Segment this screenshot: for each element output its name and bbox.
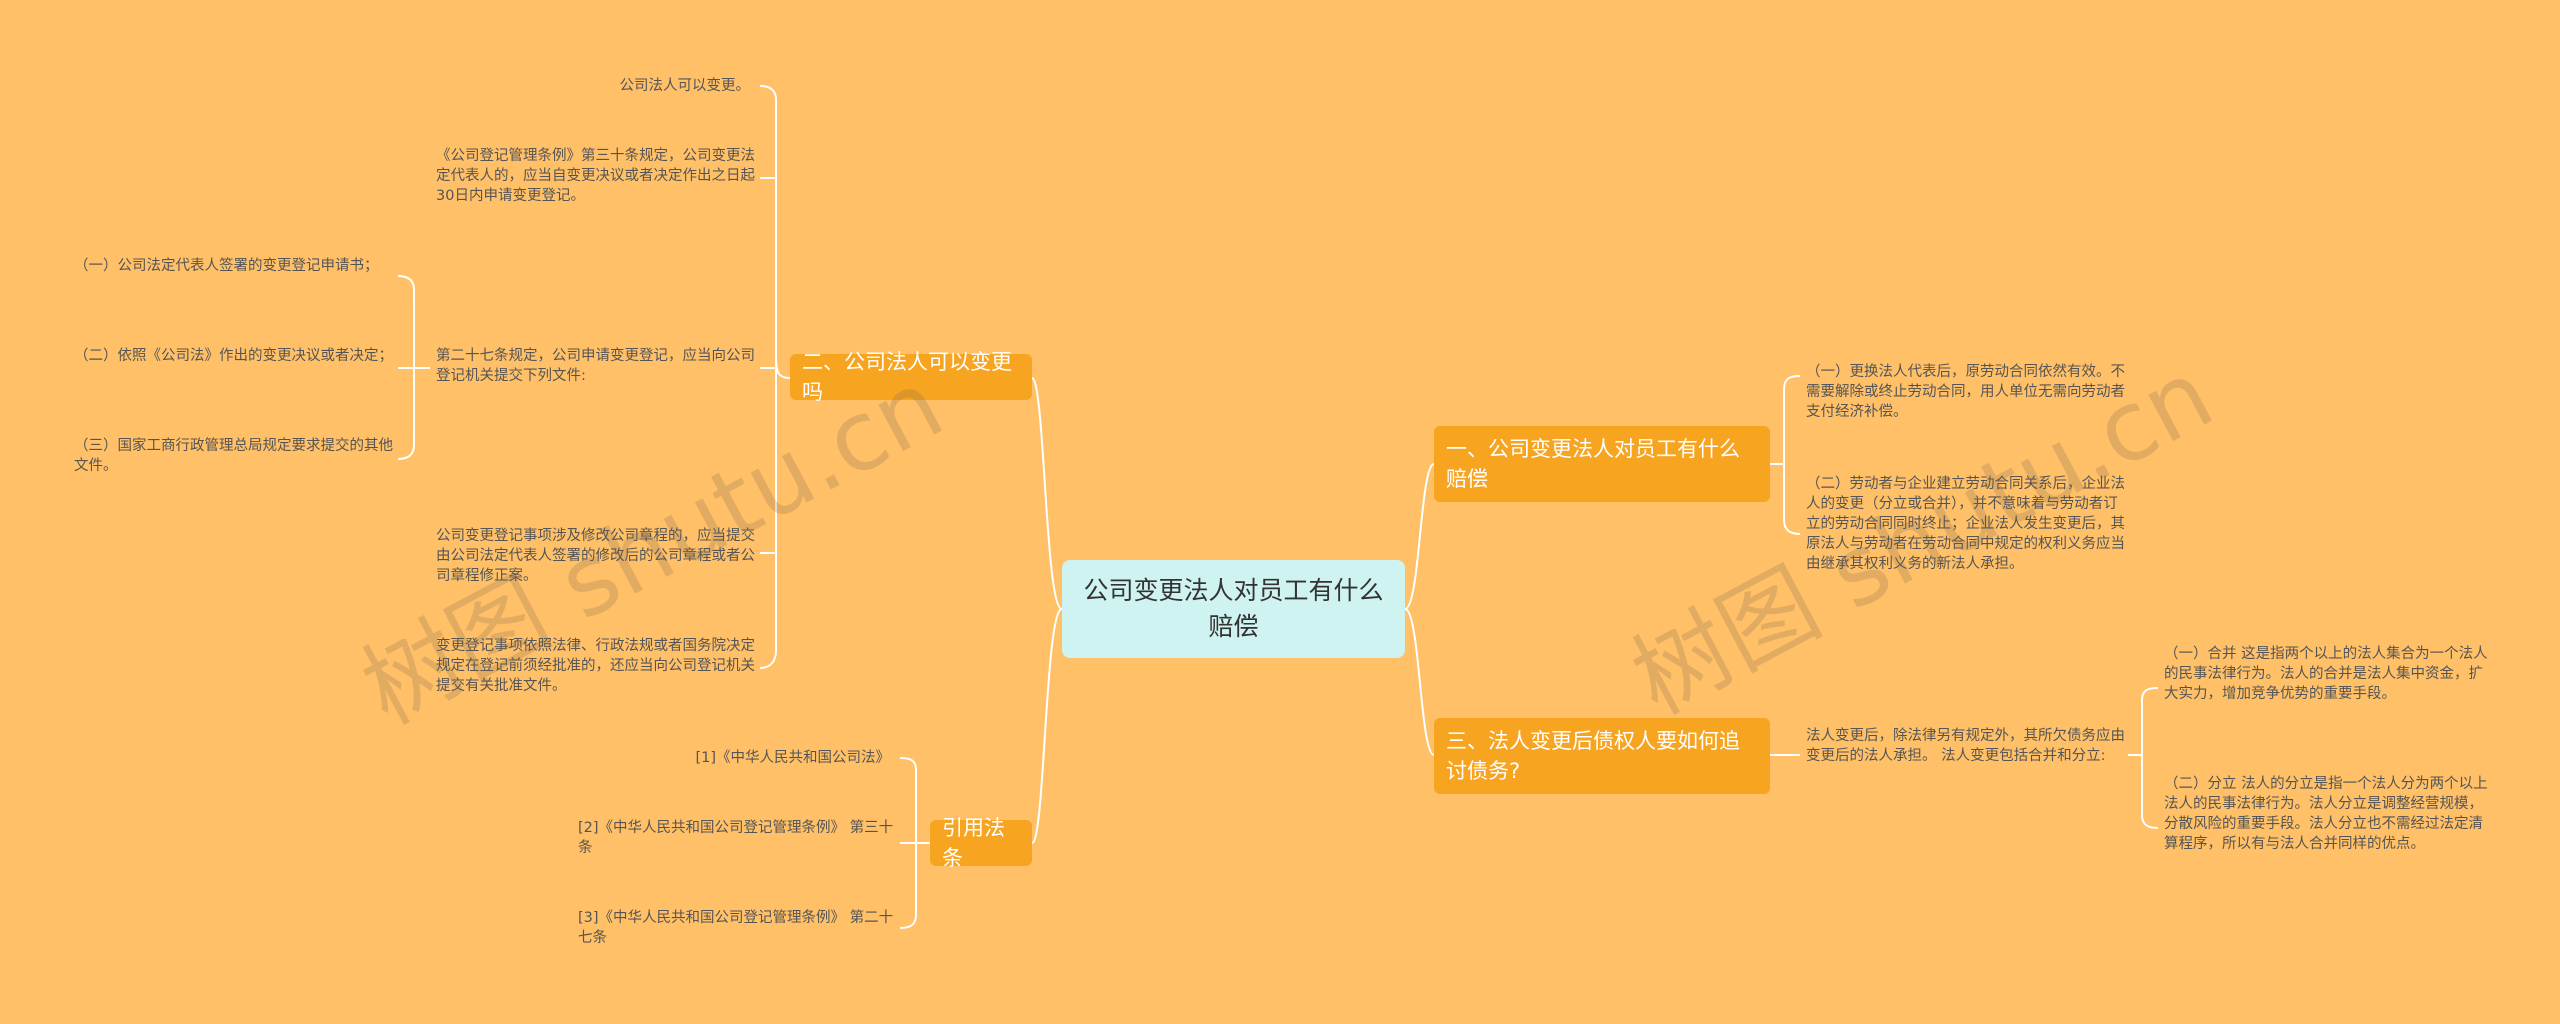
bracket-c3: [397, 275, 430, 460]
leaf-law-3: [3]《中华人民共和国公司登记管理条例》 第二十七条: [578, 910, 894, 946]
bracket-b1: [1770, 375, 1801, 535]
bracket-b3c1: [2128, 687, 2159, 829]
link-root-b1: [1404, 463, 1435, 610]
leaf-law-1: [1]《中华人民共和国公司法》: [695, 750, 890, 766]
leaf-can-change-2: 《公司登记管理条例》第三十条规定，公司变更法定代表人的，应当自变更决议或者决定作…: [436, 148, 755, 204]
branch-can-change[interactable]: 二、公司法人可以变更吗: [790, 350, 1032, 404]
leaf-can-change-4: 公司变更登记事项涉及修改公司章程的，应当提交由公司法定代表人签署的修改后的公司章…: [436, 528, 755, 584]
link-root-law: [1031, 608, 1063, 844]
branch-debt-recovery[interactable]: 三、法人变更后债权人要如何追讨债务?: [1434, 718, 1770, 794]
leaf-can-change-1: 公司法人可以变更。: [619, 78, 751, 94]
leaf-can-change-3: 第二十七条规定，公司申请变更登记，应当向公司登记机关提交下列文件:: [436, 348, 755, 384]
leaf-debt-1: 法人变更后，除法律另有规定外，其所欠债务应由变更后的法人承担。 法人变更包括合并…: [1806, 728, 2125, 764]
leaf-law-2: [2]《中华人民共和国公司登记管理条例》 第三十条: [578, 820, 894, 856]
leaf-compensation-2: （二）劳动者与企业建立劳动合同关系后，企业法人的变更（分立或合并），并不意味着与…: [1806, 476, 2125, 572]
root-topic[interactable]: 公司变更法人对员工有什么赔偿: [1062, 560, 1405, 658]
bracket-law: [899, 757, 930, 929]
link-root-b2: [1031, 377, 1063, 610]
leaf-merge: （一）合并 这是指两个以上的法人集合为一个法人的民事法律行为。法人的合并是法人集…: [2164, 646, 2488, 702]
branch-law-references[interactable]: 引用法条: [930, 816, 1032, 870]
leaf-split: （二）分立 法人的分立是指一个法人分为两个以上法人的民事法律行为。法人分立是调整…: [2164, 776, 2488, 852]
leaf-doc-1: （一）公司法定代表人签署的变更登记申请书；: [74, 258, 379, 274]
bracket-b2: [759, 85, 791, 669]
leaf-doc-2: （二）依照《公司法》作出的变更决议或者决定；: [74, 348, 393, 364]
leaf-doc-3: （三）国家工商行政管理总局规定要求提交的其他文件。: [74, 438, 393, 474]
leaf-can-change-5: 变更登记事项依照法律、行政法规或者国务院决定规定在登记前须经批准的，还应当向公司…: [436, 638, 755, 694]
branch-compensation[interactable]: 一、公司变更法人对员工有什么赔偿: [1434, 426, 1770, 502]
link-root-b3: [1404, 608, 1435, 756]
leaf-compensation-1: （一）更换法人代表后，原劳动合同依然有效。不需要解除或终止劳动合同，用人单位无需…: [1806, 364, 2125, 420]
